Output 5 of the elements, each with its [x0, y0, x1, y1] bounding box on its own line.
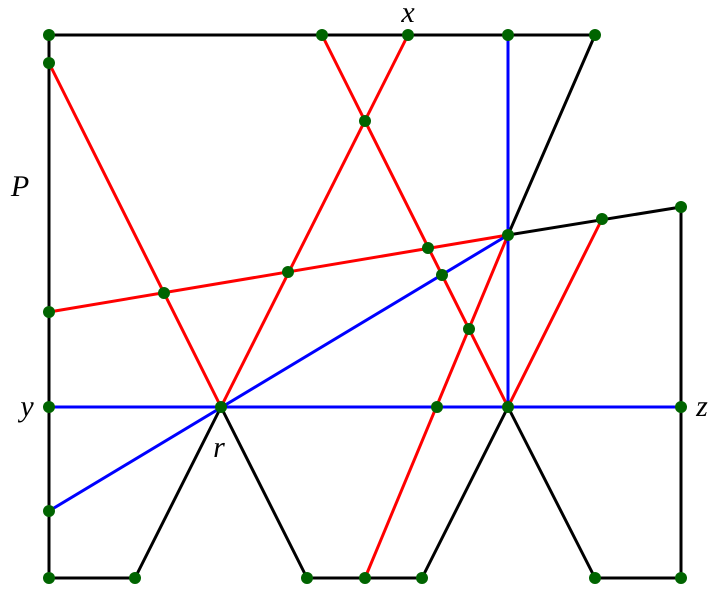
- point-label: P: [10, 170, 30, 203]
- point-label: z: [696, 390, 708, 423]
- point-label: r: [213, 431, 225, 464]
- point-label: y: [20, 390, 34, 423]
- point-label: x: [401, 0, 415, 29]
